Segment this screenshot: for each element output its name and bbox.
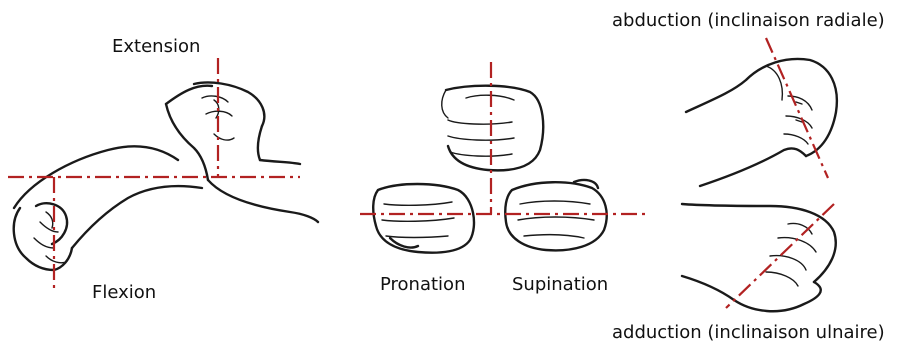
- supination-label: Supination: [512, 274, 609, 295]
- abduction-axis: [764, 37, 830, 179]
- flexion-label: Flexion: [92, 282, 157, 303]
- flexion-extension-axes: [8, 58, 300, 290]
- adduction-axis: [725, 203, 835, 309]
- abduction-hand-illustration: [684, 57, 839, 188]
- adduction-label: adduction (inclinaison ulnaire): [612, 322, 885, 343]
- abduction-adduction-axes: [725, 37, 835, 309]
- pronation-fist-illustration: [372, 182, 476, 254]
- supination-fist-illustration: [504, 178, 608, 252]
- neutral-fist-illustration: [441, 84, 545, 172]
- extension-hand-illustration: [164, 81, 320, 224]
- flexion-hand-illustration: [12, 145, 204, 272]
- extension-label: Extension: [112, 36, 201, 57]
- pronation-label: Pronation: [380, 274, 466, 295]
- abduction-label: abduction (inclinaison radiale): [612, 10, 885, 31]
- pronation-supination-axes: [360, 62, 650, 216]
- adduction-hand-illustration: [680, 202, 837, 313]
